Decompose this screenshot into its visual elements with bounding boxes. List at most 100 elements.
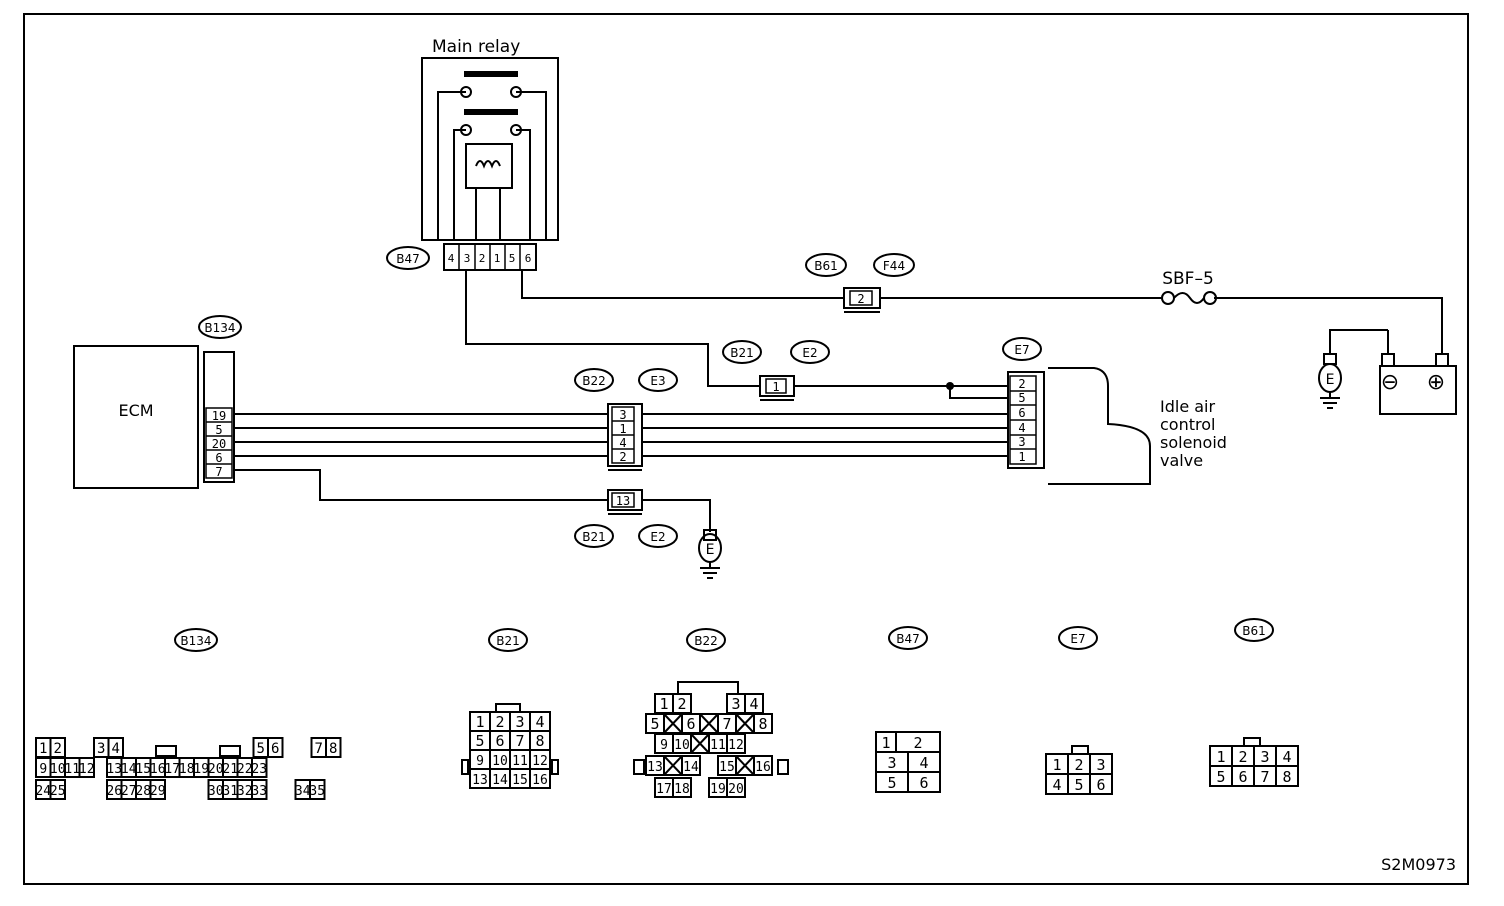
pin-number: 3 bbox=[731, 695, 740, 713]
pin-number: 5 bbox=[1216, 768, 1225, 786]
connector-cavity bbox=[49, 779, 66, 800]
pin-number: 19 bbox=[710, 782, 726, 797]
iac-valve-label-line: valve bbox=[1160, 451, 1203, 470]
cross-marker bbox=[663, 713, 683, 734]
pin-number: 11 bbox=[710, 738, 726, 753]
connector-tag-b61 bbox=[805, 253, 847, 277]
relay-pin-label: 6 bbox=[525, 252, 532, 265]
cross-marker bbox=[699, 713, 719, 734]
fuse-icon bbox=[1161, 291, 1217, 305]
pin-number: 23 bbox=[251, 762, 267, 777]
iac-valve-label-line: Idle air bbox=[1160, 397, 1216, 416]
connector-tag-label: E7 bbox=[1014, 343, 1029, 357]
pin-number: 6 bbox=[1238, 768, 1247, 786]
pin-number: 12 bbox=[532, 754, 548, 769]
diagram-frame bbox=[23, 13, 1469, 885]
connector-cavity bbox=[267, 737, 284, 758]
pin-number: 29 bbox=[150, 784, 166, 799]
connector-tag-label: B22 bbox=[582, 374, 606, 388]
pin-number: 3 bbox=[1260, 748, 1269, 766]
relay-pin-label: 5 bbox=[509, 252, 516, 265]
pin-number: 27 bbox=[121, 784, 137, 799]
battery-negative-symbol: ⊖ bbox=[1381, 370, 1399, 395]
connector-tag-label: B22 bbox=[694, 634, 718, 648]
pin-number: 15 bbox=[135, 762, 151, 777]
pin-number: 25 bbox=[50, 784, 66, 799]
ground-icon bbox=[1318, 353, 1342, 409]
pin-number: 28 bbox=[135, 784, 151, 799]
pin-number: 8 bbox=[535, 732, 544, 750]
relay-pin-label: 3 bbox=[464, 252, 471, 265]
inline-connector-b21-e2: 1 bbox=[759, 375, 795, 401]
pin-number: 14 bbox=[683, 760, 699, 775]
wires bbox=[234, 270, 1443, 532]
terminal-label: 1 bbox=[1018, 450, 1025, 464]
inline-connector-b61-f44: 2 bbox=[843, 287, 881, 313]
inline-connector-b22-e3: 3 1 4 2 bbox=[607, 403, 643, 471]
pin-number: 30 bbox=[208, 784, 224, 799]
connector-tag-label: B134 bbox=[204, 321, 235, 335]
connector-tag-b47 bbox=[888, 626, 928, 650]
ground-label: E bbox=[1326, 372, 1335, 388]
terminal-label: 5 bbox=[1018, 391, 1025, 405]
connector-cavity bbox=[672, 777, 692, 798]
pin-number: 6 bbox=[919, 774, 928, 792]
pin-number: 7 bbox=[1260, 768, 1269, 786]
connector-cavity bbox=[735, 755, 755, 776]
connector-tag-b134 bbox=[174, 628, 218, 652]
pin-number: 10 bbox=[50, 762, 66, 777]
connector-tag-e3 bbox=[638, 368, 678, 392]
ecm-pin-label: 6 bbox=[215, 451, 222, 465]
terminal-label: 2 bbox=[619, 450, 626, 464]
pin-number: 33 bbox=[251, 784, 267, 799]
pin-number: 35 bbox=[309, 784, 325, 799]
terminal-label: 13 bbox=[616, 494, 630, 508]
ecm-pin-label: 20 bbox=[212, 437, 226, 451]
pin-number: 2 bbox=[495, 713, 504, 731]
connector-tag-e2 bbox=[790, 340, 830, 364]
fuse-label: SBF–5 bbox=[1162, 269, 1214, 289]
terminal-label: 3 bbox=[619, 408, 626, 422]
pin-number: 15 bbox=[512, 773, 528, 788]
inline-connector-b21-e2-ground: 13 bbox=[607, 489, 643, 515]
connector-tag-label: B61 bbox=[1242, 624, 1266, 638]
connector-tag-b47 bbox=[386, 246, 430, 270]
pin-number: 20 bbox=[208, 762, 224, 777]
pin-number: 13 bbox=[106, 762, 122, 777]
pin-number: 16 bbox=[150, 762, 166, 777]
pin-number: 1 bbox=[475, 713, 484, 731]
connector-tag-e7 bbox=[1002, 337, 1042, 361]
pin-number: 7 bbox=[722, 715, 731, 733]
connector-cavity bbox=[78, 757, 95, 778]
pin-number: 5 bbox=[1074, 776, 1083, 794]
connector-cavity bbox=[726, 733, 746, 754]
pin-number: 20 bbox=[728, 782, 744, 797]
pin-number: 3 bbox=[97, 741, 105, 757]
main-relay bbox=[421, 57, 559, 241]
relay-pin-label: 2 bbox=[479, 252, 486, 265]
connector-tag-label: E2 bbox=[650, 530, 665, 544]
connector-tag-label: B21 bbox=[730, 346, 754, 360]
terminal-label: 4 bbox=[619, 436, 626, 450]
pin-number: 32 bbox=[237, 784, 253, 799]
pin-number: 26 bbox=[106, 784, 122, 799]
connector-tag-label: F44 bbox=[883, 259, 905, 273]
cross-marker bbox=[690, 733, 710, 754]
terminal-label: 6 bbox=[1018, 406, 1025, 420]
connector-tag-label: B21 bbox=[496, 634, 520, 648]
connector-tag-b22 bbox=[686, 628, 726, 652]
ground-icon bbox=[698, 529, 722, 579]
pin-number: 15 bbox=[719, 760, 735, 775]
pin-number: 4 bbox=[535, 713, 544, 731]
pin-number: 14 bbox=[492, 773, 508, 788]
terminal-label: 3 bbox=[1018, 435, 1025, 449]
connector-tag-b21 bbox=[488, 628, 528, 652]
pin-number: 17 bbox=[656, 782, 672, 797]
connector-tag-label: B47 bbox=[896, 632, 920, 646]
cross-marker bbox=[663, 755, 683, 776]
pin-number: 2 bbox=[913, 734, 922, 752]
connector-tag-b21 bbox=[574, 524, 614, 548]
